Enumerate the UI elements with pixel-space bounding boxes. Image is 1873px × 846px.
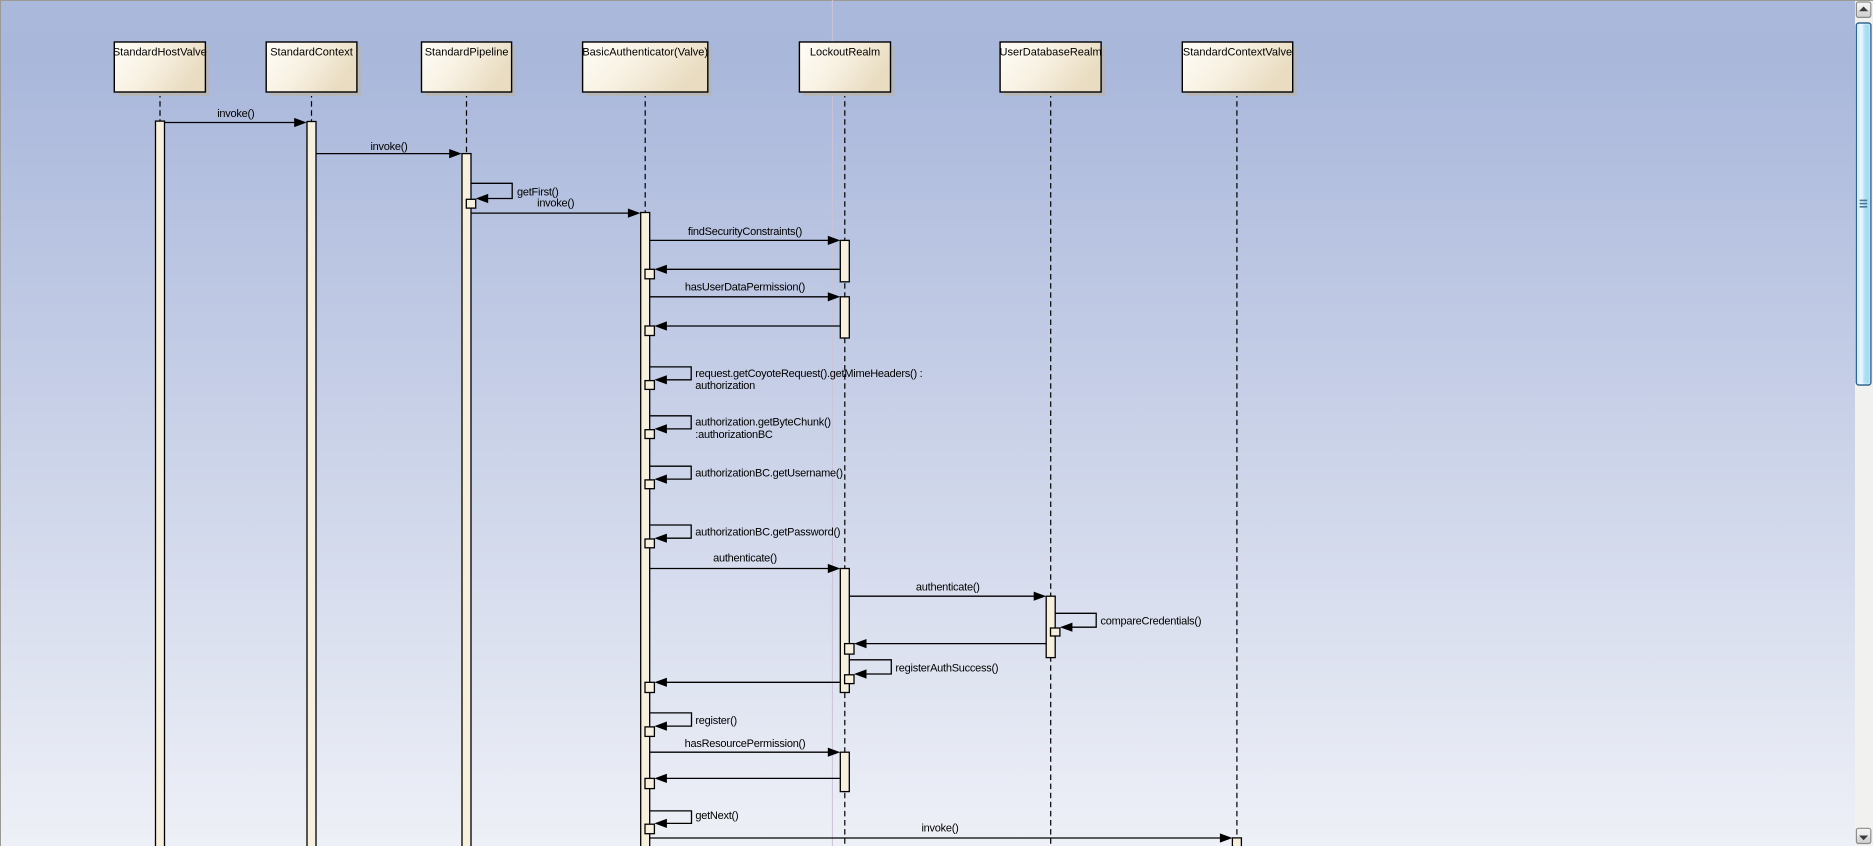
svg-text:getFirst(): getFirst() bbox=[517, 187, 559, 199]
svg-text:hasUserDataPermission(): hasUserDataPermission() bbox=[685, 282, 805, 294]
svg-text:invoke(): invoke() bbox=[217, 108, 254, 120]
svg-text:UserDatabaseRealm: UserDatabaseRealm bbox=[1000, 47, 1102, 59]
svg-text::authorizationBC: :authorizationBC bbox=[695, 429, 773, 441]
svg-text:request.getCoyoteRequest().get: request.getCoyoteRequest().getMimeHeader… bbox=[695, 368, 922, 380]
svg-text:BasicAuthenticator(Valve): BasicAuthenticator(Valve) bbox=[582, 47, 708, 59]
svg-text:getNext(): getNext() bbox=[695, 810, 738, 822]
svg-text:authorization.getByteChunk(): authorization.getByteChunk() bbox=[695, 417, 830, 429]
svg-text:compareCredentials(): compareCredentials() bbox=[1101, 616, 1202, 628]
svg-text:invoke(): invoke() bbox=[537, 197, 574, 209]
svg-text:registerAuthSuccess(): registerAuthSuccess() bbox=[895, 663, 998, 675]
svg-text:StandardPipeline: StandardPipeline bbox=[425, 47, 509, 59]
svg-text:authenticate(): authenticate() bbox=[916, 582, 980, 594]
svg-text:LockoutRealm: LockoutRealm bbox=[810, 47, 880, 59]
svg-text:authorizationBC.getPassword(): authorizationBC.getPassword() bbox=[695, 527, 840, 539]
svg-text:findSecurityConstraints(): findSecurityConstraints() bbox=[688, 226, 802, 238]
svg-text:authenticate(): authenticate() bbox=[713, 552, 777, 564]
svg-text:hasResourcePermission(): hasResourcePermission() bbox=[685, 738, 806, 750]
svg-text:StandardContext: StandardContext bbox=[270, 47, 353, 59]
svg-text:invoke(): invoke() bbox=[921, 823, 958, 835]
svg-text:StandardHostValve: StandardHostValve bbox=[113, 47, 207, 59]
svg-text:authorizationBC.getUsername(): authorizationBC.getUsername() bbox=[695, 468, 842, 480]
svg-text:authorization: authorization bbox=[695, 380, 755, 392]
svg-text:register(): register() bbox=[695, 715, 737, 727]
svg-text:invoke(): invoke() bbox=[370, 141, 407, 153]
svg-text:StandardContextValve: StandardContextValve bbox=[1183, 47, 1292, 59]
